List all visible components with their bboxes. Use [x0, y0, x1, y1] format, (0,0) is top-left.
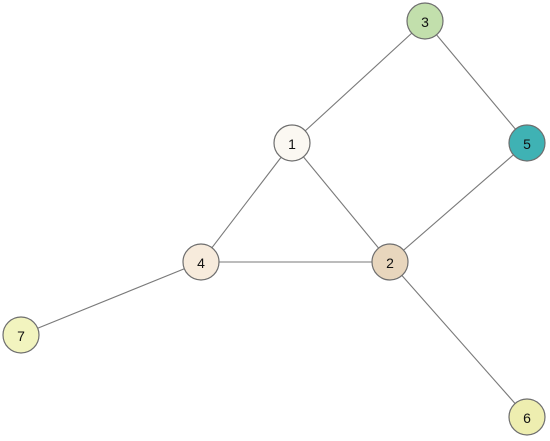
edge-layer: [20, 20, 528, 418]
node-4-label: 4: [197, 255, 205, 271]
node-1: 1: [273, 124, 311, 162]
node-7: 7: [2, 316, 40, 354]
node-4-circle: [182, 243, 220, 281]
node-7-circle: [2, 316, 40, 354]
node-5: 5: [508, 124, 546, 162]
edge-1-4: [200, 142, 293, 263]
edge-1-2: [291, 142, 391, 263]
node-5-label: 5: [523, 136, 531, 152]
edge-2-5: [389, 142, 528, 263]
node-3: 3: [406, 2, 444, 40]
edge-1-3: [291, 20, 426, 144]
node-3-label: 3: [421, 14, 429, 30]
node-6-label: 6: [523, 410, 531, 426]
node-7-label: 7: [17, 328, 25, 344]
edge-4-7: [20, 261, 202, 336]
node-2-circle: [371, 243, 409, 281]
edge-3-5: [424, 20, 528, 144]
node-6-circle: [508, 398, 546, 436]
node-layer: 1 2 3 4 5 6 7: [2, 2, 546, 436]
node-6: 6: [508, 398, 546, 436]
node-2-label: 2: [386, 255, 394, 271]
edge-2-6: [389, 261, 528, 418]
node-4: 4: [182, 243, 220, 281]
node-2: 2: [371, 243, 409, 281]
node-1-circle: [273, 124, 311, 162]
node-5-circle: [508, 124, 546, 162]
node-3-circle: [406, 2, 444, 40]
node-1-label: 1: [288, 136, 296, 152]
